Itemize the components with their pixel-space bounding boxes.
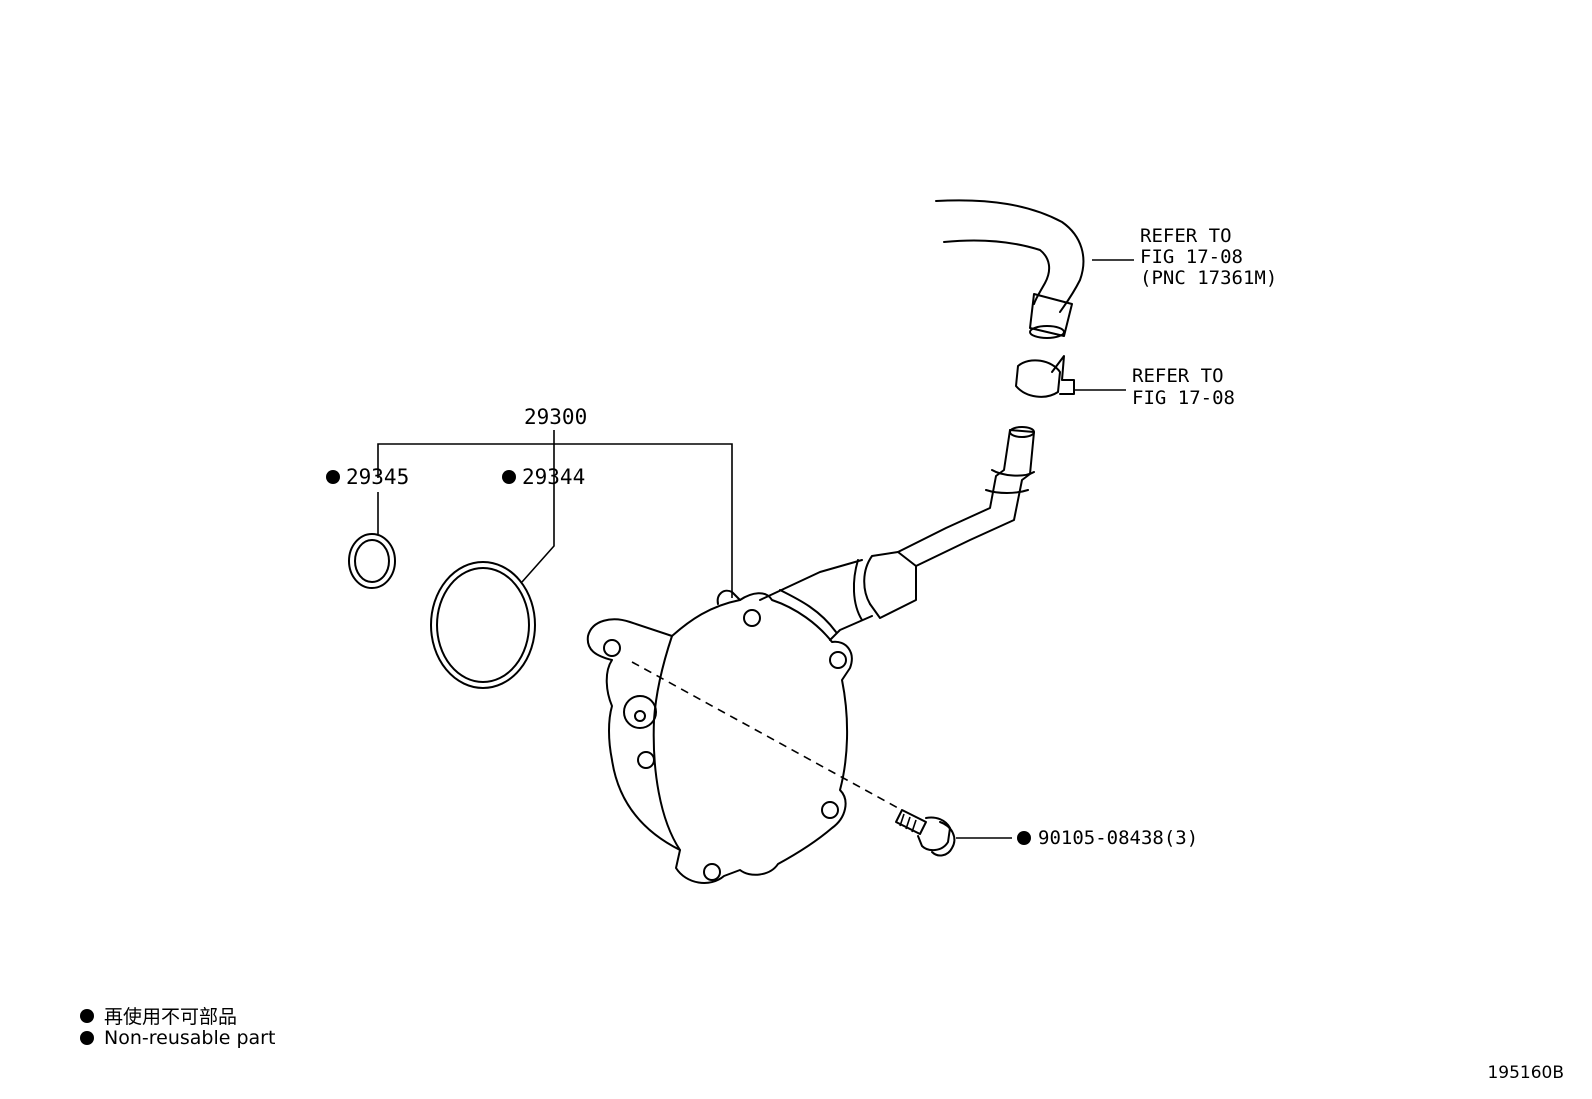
- bolt-part-number: 90105-08438(3): [1038, 827, 1198, 849]
- legend-japanese: 再使用不可部品: [80, 1002, 237, 1029]
- legend-english-text: Non-reusable part: [104, 1027, 276, 1049]
- non-reusable-marker: [1017, 831, 1031, 845]
- legend-dot: [80, 1008, 94, 1023]
- pipe-drawing: [897, 426, 1035, 567]
- bolt-guide-line: [631, 661, 899, 809]
- non-reusable-marker: [326, 470, 340, 484]
- leader-lines: [377, 259, 1134, 839]
- small-oring-drawing: [348, 533, 396, 589]
- legend-dot: [80, 1031, 94, 1045]
- vacuum-pump-drawing: [586, 551, 917, 884]
- non-reusable-marker: [502, 470, 516, 484]
- legend-english: Non-reusable part: [80, 1027, 275, 1049]
- hose-reference-line-3: (PNC 17361M): [1140, 267, 1277, 289]
- legend-japanese-text: 再使用不可部品: [104, 1006, 238, 1028]
- small-oring-part-number: 29345: [346, 465, 409, 489]
- hose-drawing: [935, 199, 1085, 339]
- clamp-drawing: [1015, 355, 1075, 398]
- large-oring-part-number: 29344: [522, 465, 585, 489]
- bolt-drawing: [895, 809, 956, 857]
- clamp-reference-line-1: REFER TO: [1132, 365, 1224, 387]
- figure-id: 195160B: [1487, 1063, 1564, 1083]
- assembly-part-number: 29300: [524, 405, 587, 429]
- large-oring-drawing: [430, 561, 536, 689]
- hose-reference-line-2: FIG 17-08: [1140, 246, 1243, 268]
- hose-reference-line-1: REFER TO: [1140, 225, 1232, 247]
- clamp-reference-line-2: FIG 17-08: [1132, 387, 1235, 409]
